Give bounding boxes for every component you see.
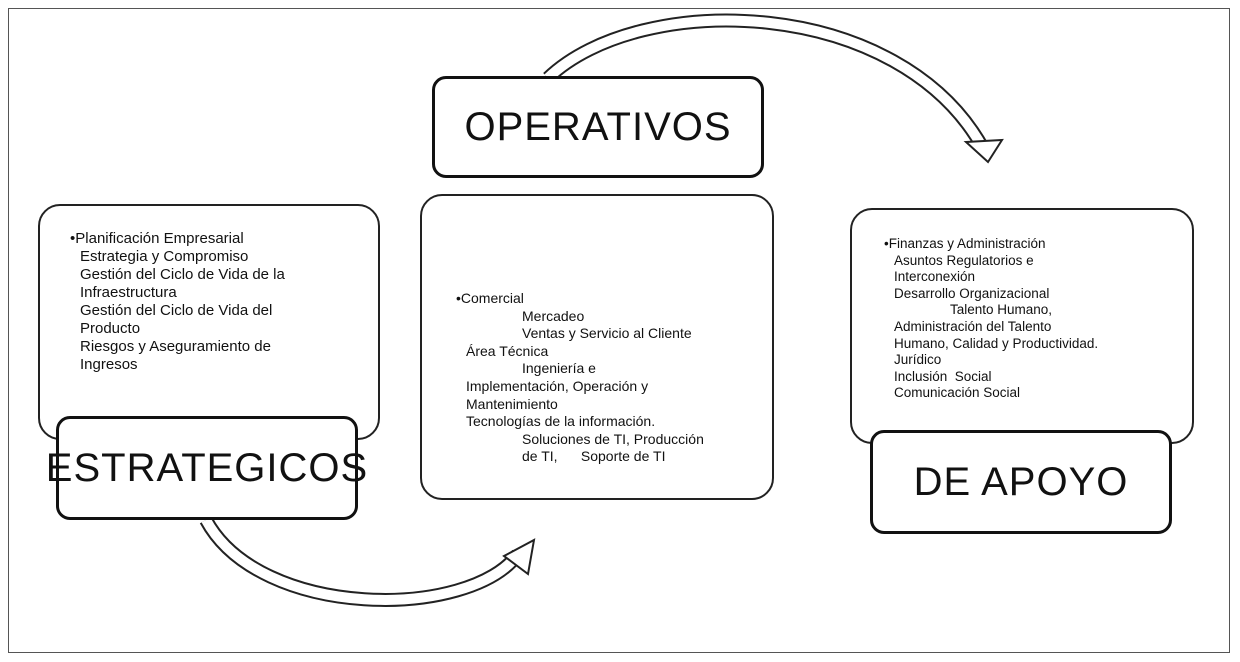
estrategicos-item: •Planificación Empresarial <box>70 230 244 247</box>
operativos-label: OPERATIVOS <box>432 76 764 178</box>
operativos-item: Mercadeo <box>522 307 585 324</box>
operativos-item: Tecnologías de la información. <box>466 413 656 430</box>
estrategicos-item: Estrategia y Compromiso <box>80 248 249 265</box>
operativos-item: Soluciones de TI, Producción <box>522 430 704 447</box>
operativos-item: •Comercial <box>456 290 524 306</box>
estrategicos-item: Gestión del Ciclo de Vida del <box>80 302 273 319</box>
de-apoyo-item: Talento Humano, <box>950 302 1053 318</box>
estrategicos-content-box: •Planificación Empresarial Estrategia y … <box>38 204 380 440</box>
estrategicos-item: Riesgos y Aseguramiento de <box>80 338 271 355</box>
estrategicos-label: ESTRATEGICOS <box>46 416 367 520</box>
operativos-item: Ingeniería e <box>522 360 596 377</box>
de-apoyo-label: DE APOYO <box>870 430 1172 534</box>
estrategicos-item: Ingresos <box>80 356 138 373</box>
estrategicos-item: Infraestructura <box>80 284 177 301</box>
arrow-estrategicos-to-operativos <box>199 516 536 607</box>
de-apoyo-item: •Finanzas y Administración <box>884 236 1046 251</box>
de-apoyo-item: Humano, Calidad y Productividad. <box>894 335 1099 351</box>
operativos-item: Implementación, Operación y <box>466 377 649 394</box>
de-apoyo-content-box: •Finanzas y Administración Asuntos Regul… <box>850 208 1194 444</box>
de-apoyo-item: Interconexión <box>894 269 976 285</box>
diagram-frame <box>8 8 1230 653</box>
estrategicos-item: Gestión del Ciclo de Vida de la <box>80 266 285 283</box>
de-apoyo-item: Jurídico <box>894 352 942 368</box>
operativos-content-box: •Comercial Mercadeo Ventas y Servicio al… <box>420 194 774 500</box>
operativos-item: de TI, Soporte de TI <box>522 448 666 465</box>
operativos-item: Mantenimiento <box>466 395 558 412</box>
arrow-operativos-to-apoyo <box>543 13 1004 164</box>
de-apoyo-item: Desarrollo Organizacional <box>894 285 1050 301</box>
de-apoyo-item: Comunicación Social <box>894 385 1021 401</box>
de-apoyo-item: Inclusión Social <box>894 368 992 384</box>
operativos-item: Área Técnica <box>466 342 549 359</box>
estrategicos-item: Producto <box>80 320 141 337</box>
de-apoyo-item: Asuntos Regulatorios e <box>894 252 1034 268</box>
operativos-item: Ventas y Servicio al Cliente <box>522 325 692 342</box>
de-apoyo-item: Administración del Talento <box>894 318 1052 334</box>
